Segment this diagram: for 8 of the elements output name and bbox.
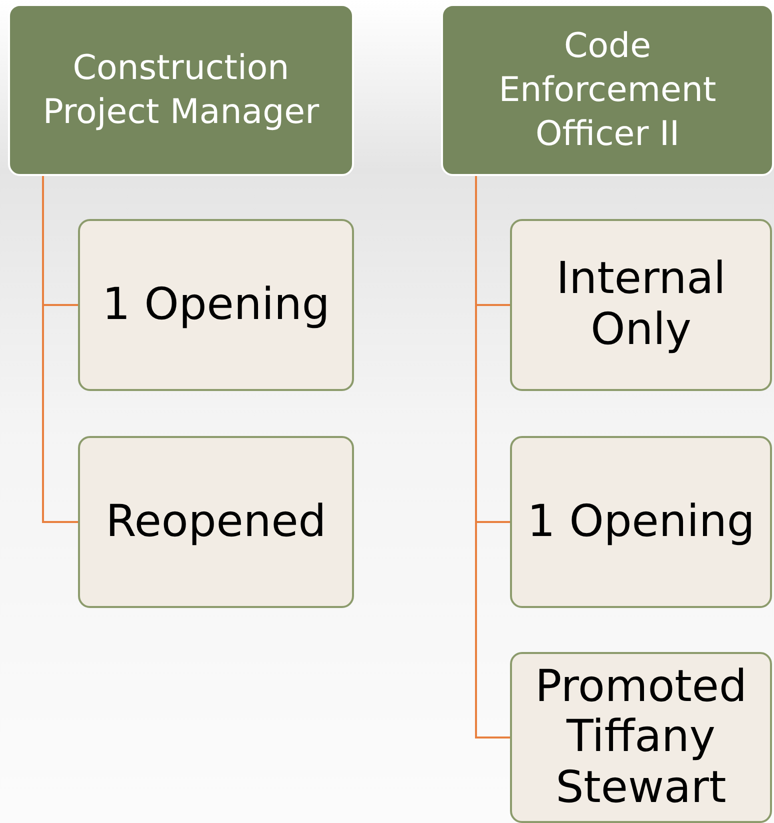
connector-line: [42, 176, 78, 523]
position-title-box: Construction Project Manager: [8, 4, 354, 176]
status-box: Internal Only: [510, 219, 772, 391]
status-box: Promoted Tiffany Stewart: [510, 652, 772, 823]
status-box: 1 Opening: [510, 436, 772, 608]
position-title-box: Code Enforcement Officer II: [441, 4, 774, 176]
status-box: Reopened: [78, 436, 354, 608]
status-box: 1 Opening: [78, 219, 354, 391]
